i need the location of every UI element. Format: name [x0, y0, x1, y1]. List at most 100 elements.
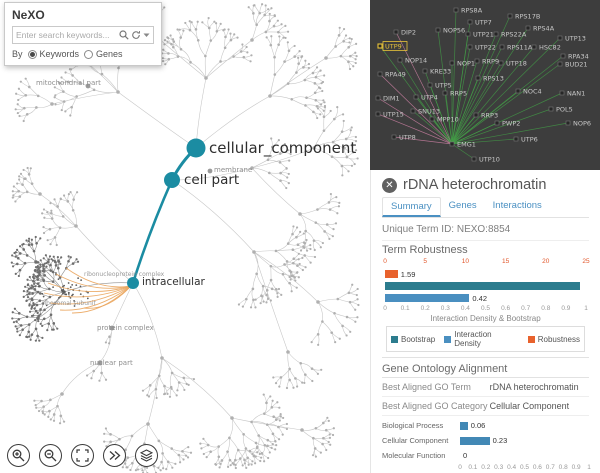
network-node[interactable] — [507, 13, 513, 19]
tree-node-membrane[interactable]: membrane — [214, 166, 253, 174]
network-node[interactable] — [377, 43, 383, 49]
tree-node-ribonucleoprotein-complex[interactable]: ribonucleoprotein complex — [84, 271, 165, 278]
search-icon[interactable] — [119, 30, 129, 40]
ontology-tree-canvas[interactable] — [0, 0, 370, 473]
highlighted-term-node[interactable] — [186, 138, 206, 158]
network-node-label[interactable]: NOP56 — [443, 27, 465, 35]
network-node-label[interactable]: NAN1 — [567, 90, 585, 98]
network-node-label[interactable]: EMG1 — [457, 141, 476, 149]
highlighted-term-node[interactable] — [164, 172, 180, 188]
tree-node-dot[interactable] — [97, 360, 103, 366]
tree-node-dot[interactable] — [109, 325, 115, 331]
network-node[interactable] — [427, 82, 433, 88]
network-node[interactable] — [410, 108, 416, 114]
network-node[interactable] — [422, 68, 428, 74]
tree-node-mitochondrial-part[interactable]: mitochondrial part — [36, 79, 101, 87]
network-node[interactable] — [548, 106, 554, 112]
radio-keywords[interactable] — [27, 49, 37, 59]
network-node[interactable] — [565, 120, 571, 126]
network-node-label[interactable]: UTP5 — [435, 82, 452, 90]
network-node-label[interactable]: RPS13 — [483, 75, 504, 83]
network-node-label[interactable]: UTP9 — [385, 43, 402, 51]
network-node-label[interactable]: UTP15 — [383, 111, 404, 119]
search-input[interactable] — [16, 30, 117, 40]
tree-node-ribosomal-subunit[interactable]: ribosomal subunit — [42, 300, 96, 307]
network-node-label[interactable]: RPS22A — [501, 31, 527, 39]
network-node-label[interactable]: UTP22 — [475, 44, 496, 52]
network-node[interactable] — [467, 19, 473, 25]
network-node-label[interactable]: MPP10 — [437, 116, 459, 124]
network-node[interactable] — [449, 141, 455, 147]
layers-button[interactable] — [135, 444, 158, 467]
network-node-label[interactable]: NOP1 — [457, 60, 475, 68]
network-node[interactable] — [453, 7, 459, 13]
tree-node-nuclear-part[interactable]: nuclear part — [90, 359, 133, 367]
network-node[interactable] — [474, 58, 480, 64]
network-node[interactable] — [375, 95, 381, 101]
network-node-label[interactable]: RPS11A — [507, 44, 533, 52]
tree-node-cell-part[interactable]: cell part — [184, 172, 240, 188]
chevron-down-icon[interactable] — [143, 32, 150, 38]
network-node[interactable] — [465, 31, 471, 37]
network-node[interactable] — [494, 120, 500, 126]
tab-interactions[interactable]: Interactions — [492, 200, 542, 211]
network-node[interactable] — [473, 112, 479, 118]
highlighted-term-node[interactable] — [127, 277, 139, 289]
refresh-icon[interactable] — [131, 30, 141, 40]
network-node-label[interactable]: UTP4 — [421, 94, 438, 102]
close-icon[interactable]: ✕ — [382, 177, 397, 193]
network-node-label[interactable]: DIP2 — [401, 29, 416, 37]
fit-to-screen-button[interactable] — [71, 444, 94, 467]
network-node-label[interactable]: RPS8A — [461, 7, 483, 15]
network-node[interactable] — [449, 60, 455, 66]
network-node-label[interactable]: RPS17B — [515, 13, 540, 21]
network-node[interactable] — [429, 116, 435, 122]
expand-collapse-button[interactable] — [103, 444, 126, 467]
network-node[interactable] — [375, 111, 381, 117]
network-node[interactable] — [531, 44, 537, 50]
network-node-label[interactable]: UTP18 — [506, 60, 527, 68]
network-node-label[interactable]: UTP10 — [479, 156, 500, 164]
network-node-label[interactable]: SNU13 — [418, 108, 440, 116]
network-node-label[interactable]: UTP6 — [521, 136, 538, 144]
network-node-label[interactable]: RRP9 — [482, 58, 499, 66]
network-node[interactable] — [525, 25, 531, 31]
tree-node-intracellular[interactable]: intracellular — [142, 276, 205, 288]
network-node-label[interactable]: POL5 — [556, 106, 573, 114]
network-node[interactable] — [559, 90, 565, 96]
radio-genes[interactable] — [84, 49, 94, 59]
network-node[interactable] — [467, 44, 473, 50]
zoom-in-button[interactable] — [7, 444, 30, 467]
tree-node-dot[interactable] — [85, 83, 91, 89]
network-node-label[interactable]: RPS4A — [533, 25, 555, 33]
tab-summary[interactable]: Summary — [382, 197, 441, 217]
network-node[interactable] — [391, 134, 397, 140]
network-node-label[interactable]: KRE33 — [430, 68, 451, 76]
network-node[interactable] — [442, 90, 448, 96]
network-node[interactable] — [471, 156, 477, 162]
network-node[interactable] — [560, 53, 566, 59]
network-node[interactable] — [413, 94, 419, 100]
network-node-label[interactable]: NOP14 — [405, 57, 427, 65]
tab-genes[interactable]: Genes — [448, 200, 477, 211]
network-node[interactable] — [498, 60, 504, 66]
network-node-label[interactable]: UTP7 — [475, 19, 492, 27]
network-node[interactable] — [557, 61, 563, 67]
network-node-label[interactable]: NOP6 — [573, 120, 591, 128]
network-node-label[interactable]: BUD21 — [565, 61, 588, 69]
network-node[interactable] — [513, 136, 519, 142]
network-node-label[interactable]: DIM1 — [383, 95, 400, 103]
tree-node-protein-complex[interactable]: protein complex — [97, 324, 154, 332]
tree-node-dot[interactable] — [207, 168, 213, 174]
network-node-label[interactable]: UTP8 — [399, 134, 416, 142]
network-node[interactable] — [515, 88, 521, 94]
network-node[interactable] — [377, 71, 383, 77]
network-node[interactable] — [397, 57, 403, 63]
network-node-label[interactable]: UTP13 — [565, 35, 586, 43]
network-node-label[interactable]: RPA34 — [568, 53, 589, 61]
tree-node-cellular-component[interactable]: cellular_component — [209, 139, 357, 157]
network-node-label[interactable]: UTP21 — [473, 31, 494, 39]
network-node[interactable] — [393, 29, 399, 35]
network-node-label[interactable]: RRP5 — [450, 90, 467, 98]
